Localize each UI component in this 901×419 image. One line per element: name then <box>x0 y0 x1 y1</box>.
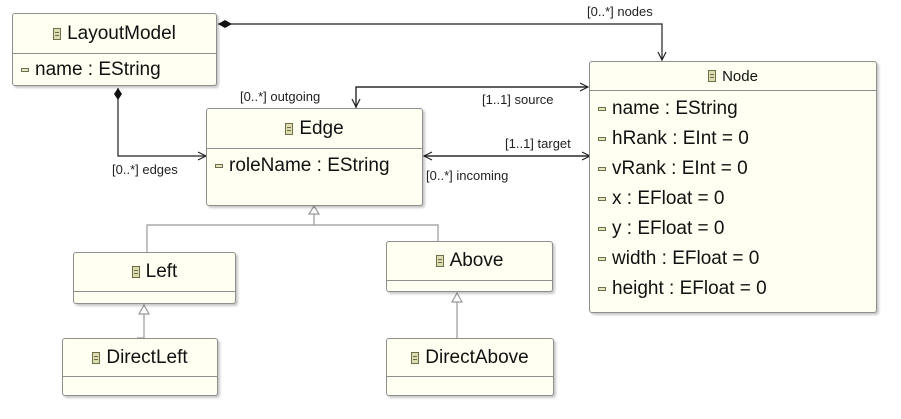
class-header: Node <box>590 62 876 91</box>
attribute-row[interactable]: width : EFloat = 0 <box>590 244 876 274</box>
attribute-icon <box>598 137 606 141</box>
eclass-icon <box>131 266 140 278</box>
attribute-text: name : EString <box>612 98 738 119</box>
attribute-icon <box>598 167 606 171</box>
generalization-triangle-edge <box>307 204 321 215</box>
class-left[interactable]: Left <box>73 252 236 304</box>
class-layoutmodel[interactable]: LayoutModel name : EString <box>12 13 217 86</box>
attribute-row[interactable]: x : EFloat = 0 <box>590 184 876 214</box>
class-name: Left <box>145 261 178 282</box>
attribute-row[interactable]: roleName : EString <box>207 149 422 183</box>
class-directleft[interactable]: DirectLeft <box>62 338 218 396</box>
generalization-above-edge[interactable] <box>314 224 439 241</box>
class-name: Edge <box>299 117 344 139</box>
generalization-directabove-above[interactable] <box>450 291 464 338</box>
attribute-icon <box>598 107 606 111</box>
edges-reference-line[interactable] <box>114 88 206 156</box>
source-label: [1..1] source <box>482 92 554 107</box>
attribute-row[interactable]: name : EString <box>590 94 876 124</box>
generalization-directleft-left[interactable] <box>137 303 151 339</box>
eclass-icon <box>411 351 420 364</box>
attribute-text: height : EFloat = 0 <box>612 278 767 299</box>
attribute-text: name : EString <box>35 59 161 80</box>
attribute-icon <box>215 164 223 168</box>
source-outgoing-line[interactable] <box>356 87 588 108</box>
attribute-icon <box>598 197 606 201</box>
composition-diamond <box>114 88 122 100</box>
nodes-reference-line[interactable] <box>218 20 662 60</box>
class-name: DirectAbove <box>425 346 529 368</box>
eclass-icon <box>708 70 717 82</box>
class-header: Left <box>74 253 235 292</box>
nodes-label: [0..*] nodes <box>587 4 653 19</box>
class-above[interactable]: Above <box>386 241 553 292</box>
class-node[interactable]: Node name : EString hRank : EInt = 0 vRa… <box>589 61 877 313</box>
composition-diamond <box>218 20 232 28</box>
attribute-text: width : EFloat = 0 <box>612 248 760 269</box>
class-edge[interactable]: Edge roleName : EString <box>206 108 423 206</box>
attribute-row[interactable]: y : EFloat = 0 <box>590 214 876 244</box>
attribute-icon <box>598 257 606 261</box>
eclass-icon <box>285 122 294 135</box>
class-directabove[interactable]: DirectAbove <box>386 338 554 396</box>
attribute-icon <box>598 227 606 231</box>
eclass-icon <box>435 255 444 267</box>
eclass-icon <box>92 351 101 364</box>
eclass-icon <box>53 27 62 40</box>
class-header: LayoutModel <box>13 14 216 54</box>
attribute-row[interactable]: hRank : EInt = 0 <box>590 124 876 154</box>
attribute-text: hRank : EInt = 0 <box>612 128 749 149</box>
edges-label: [0..*] edges <box>112 162 178 177</box>
attribute-row[interactable]: vRank : EInt = 0 <box>590 154 876 184</box>
attribute-text: y : EFloat = 0 <box>612 218 725 239</box>
class-header: DirectAbove <box>387 339 553 377</box>
class-name: LayoutModel <box>67 22 176 44</box>
class-name: Above <box>449 250 504 271</box>
class-header: DirectLeft <box>63 339 217 377</box>
target-label: [1..1] target <box>505 136 571 151</box>
attribute-text: vRank : EInt = 0 <box>612 158 748 179</box>
generalization-left-edge[interactable] <box>146 214 315 252</box>
attribute-icon <box>21 68 29 72</box>
class-name: Node <box>722 67 758 85</box>
attribute-text: roleName : EString <box>229 155 390 176</box>
class-header: Edge <box>207 109 422 149</box>
attribute-row[interactable]: name : EString <box>13 54 216 86</box>
attribute-text: x : EFloat = 0 <box>612 188 725 209</box>
class-name: DirectLeft <box>106 346 188 368</box>
attribute-icon <box>598 287 606 291</box>
class-header: Above <box>387 242 552 281</box>
attribute-row[interactable]: height : EFloat = 0 <box>590 274 876 304</box>
outgoing-label: [0..*] outgoing <box>240 89 321 104</box>
incoming-label: [0..*] incoming <box>426 168 509 183</box>
